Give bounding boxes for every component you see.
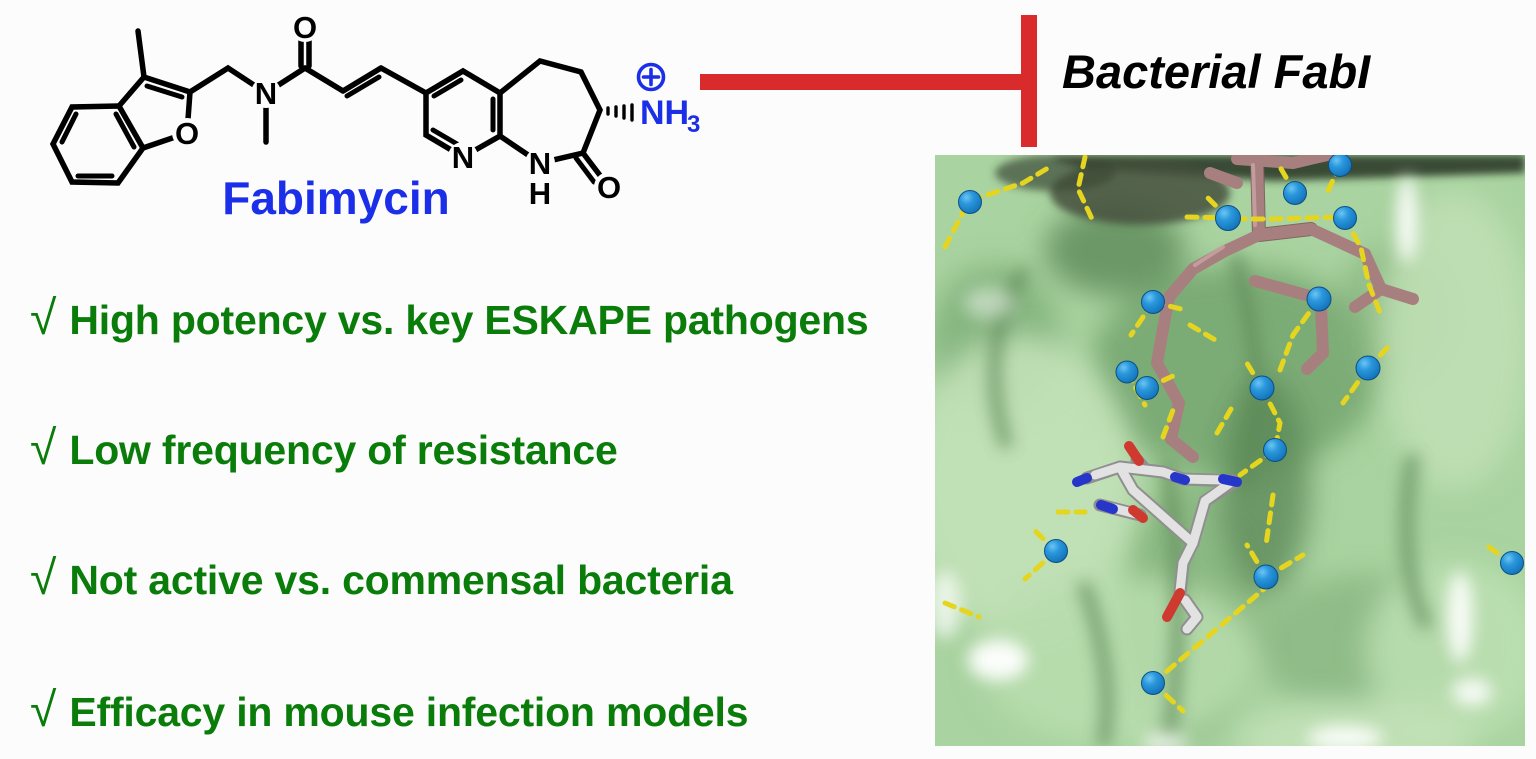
compound-name: Fabimycin [222,172,450,224]
amide-oxygen-label: O [293,10,317,45]
lactam-hydrogen-label: H [529,176,551,211]
atom-label-backings [172,12,624,202]
furan-oxygen-label: O [175,116,199,151]
ammonium-subscript: 3 [687,111,700,138]
stereo-hash-wedge [606,103,634,122]
water-molecules [958,155,1524,695]
checklist-item: √ Efficacy in mouse infection models [30,683,749,737]
checklist-text: Not active vs. commensal bacteria [69,557,733,603]
amide-nitrogen-label: N [255,76,277,111]
check-icon: √ [30,422,57,475]
inhibition-bar-horizontal [700,74,1023,90]
checklist-item: √ Not active vs. commensal bacteria [30,551,733,605]
check-icon: √ [30,292,57,345]
lactam-nitrogen-label: N [529,146,551,181]
bond-skeleton [49,27,605,186]
check-icon: √ [30,552,57,605]
cofactor-sticks [1151,155,1419,463]
ligand-sticks [1072,441,1242,636]
ammonium-label: NH [640,94,689,132]
target-label: Bacterial FabI [1062,45,1371,98]
checklist-item: √ Low frequency of resistance [30,421,618,475]
fabi-binding-site-render [935,155,1525,746]
check-icon: √ [30,684,57,737]
pyridine-nitrogen-label: N [452,140,474,175]
positive-charge-icon [636,62,666,92]
checklist-item: √ High potency vs. key ESKAPE pathogens [30,291,869,345]
checklist-text: High potency vs. key ESKAPE pathogens [69,297,869,343]
checklist-text: Low frequency of resistance [69,427,618,473]
checklist-text: Efficacy in mouse infection models [69,689,749,735]
lactam-oxygen-label: O [597,170,621,205]
inhibition-bar-head [1021,15,1037,147]
fabimycin-structure: O N O N N H O NH 3 Fabimycin [49,10,700,224]
